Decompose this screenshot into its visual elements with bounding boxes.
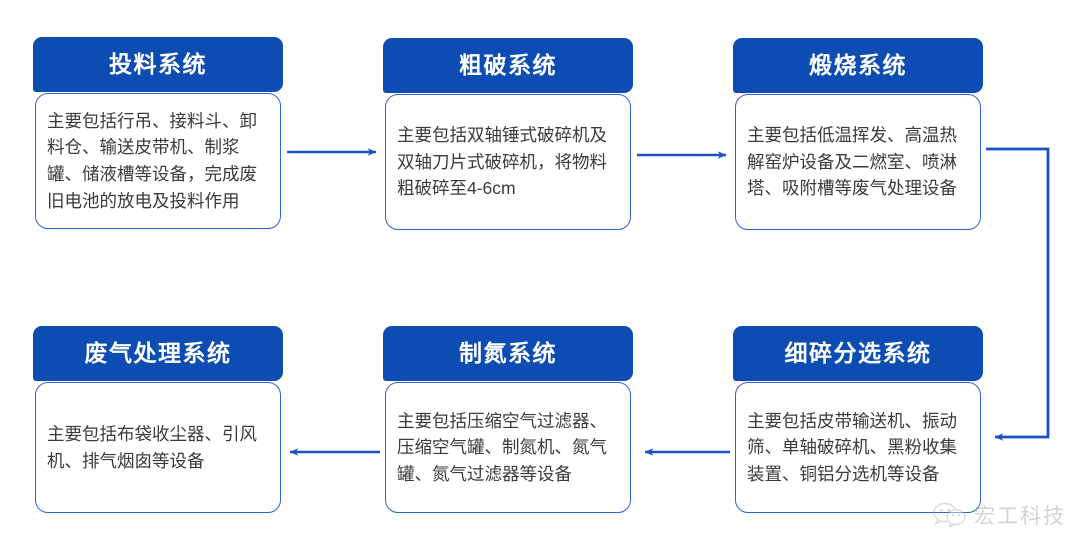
node-exhaust-gas-treatment[interactable]: 废气处理系统 主要包括布袋收尘器、引风机、排气烟囱等设备 — [33, 326, 283, 514]
node-exhaust-gas-treatment-header: 废气处理系统 — [33, 326, 283, 381]
node-fine-crushing-sorting-title: 细碎分选系统 — [784, 340, 932, 366]
node-fine-crushing-sorting[interactable]: 细碎分选系统 主要包括皮带输送机、振动筛、单轴破碎机、黑粉收集装置、铜铝分选机等… — [733, 326, 983, 514]
node-calcination[interactable]: 煅烧系统 主要包括低温挥发、高温热解窑炉设备及二燃室、喷淋塔、吸附槽等废气处理设… — [733, 38, 983, 230]
node-coarse-crushing-body: 主要包括双轴锤式破碎机及双轴刀片式破碎机，将物料粗破碎至4-6cm — [385, 94, 631, 230]
node-fine-crushing-sorting-desc: 主要包括皮带输送机、振动筛、单轴破碎机、黑粉收集装置、铜铝分选机等设备 — [747, 410, 957, 484]
node-coarse-crushing-header: 粗破系统 — [383, 38, 633, 93]
node-nitrogen-generation[interactable]: 制氮系统 主要包括压缩空气过滤器、压缩空气罐、制氮机、氮气罐、氮气过滤器等设备 — [383, 326, 633, 514]
node-fine-crushing-sorting-header: 细碎分选系统 — [733, 326, 983, 381]
node-fine-crushing-sorting-body: 主要包括皮带输送机、振动筛、单轴破碎机、黑粉收集装置、铜铝分选机等设备 — [735, 382, 981, 513]
node-nitrogen-generation-title: 制氮系统 — [459, 340, 557, 366]
node-feeding-header: 投料系统 — [33, 37, 283, 92]
node-exhaust-gas-treatment-desc: 主要包括布袋收尘器、引风机、排气烟囱等设备 — [47, 423, 257, 471]
node-feeding-desc: 主要包括行吊、接料斗、卸料仓、输送皮带机、制浆罐、储液槽等设备，完成废旧电池的放… — [47, 110, 257, 211]
node-nitrogen-generation-desc: 主要包括压缩空气过滤器、压缩空气罐、制氮机、氮气罐、氮气过滤器等设备 — [397, 410, 607, 484]
node-calcination-title: 煅烧系统 — [809, 52, 907, 78]
node-calcination-header: 煅烧系统 — [733, 38, 983, 93]
node-calcination-desc: 主要包括低温挥发、高温热解窑炉设备及二燃室、喷淋塔、吸附槽等废气处理设备 — [747, 125, 957, 199]
node-feeding-body: 主要包括行吊、接料斗、卸料仓、输送皮带机、制浆罐、储液槽等设备，完成废旧电池的放… — [35, 93, 281, 229]
node-coarse-crushing-desc: 主要包括双轴锤式破碎机及双轴刀片式破碎机，将物料粗破碎至4-6cm — [397, 125, 607, 199]
node-calcination-body: 主要包括低温挥发、高温热解窑炉设备及二燃室、喷淋塔、吸附槽等废气处理设备 — [735, 94, 981, 230]
node-exhaust-gas-treatment-body: 主要包括布袋收尘器、引风机、排气烟囱等设备 — [35, 382, 281, 513]
node-coarse-crushing[interactable]: 粗破系统 主要包括双轴锤式破碎机及双轴刀片式破碎机，将物料粗破碎至4-6cm — [383, 38, 633, 230]
node-exhaust-gas-treatment-title: 废气处理系统 — [84, 340, 232, 366]
node-feeding[interactable]: 投料系统 主要包括行吊、接料斗、卸料仓、输送皮带机、制浆罐、储液槽等设备，完成废… — [33, 37, 283, 229]
node-coarse-crushing-title: 粗破系统 — [459, 52, 557, 78]
edge-calcination-to-fine-crushing-sorting — [986, 147, 1050, 441]
node-nitrogen-generation-body: 主要包括压缩空气过滤器、压缩空气罐、制氮机、氮气罐、氮气过滤器等设备 — [385, 382, 631, 513]
node-nitrogen-generation-header: 制氮系统 — [383, 326, 633, 381]
node-feeding-title: 投料系统 — [109, 51, 207, 77]
